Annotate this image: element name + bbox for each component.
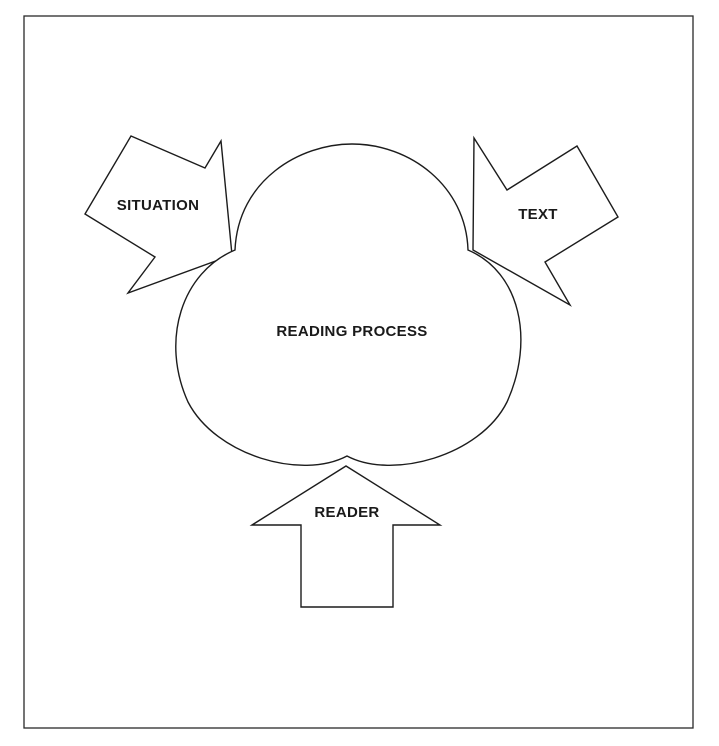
- text-arrow: [472, 135, 619, 307]
- reader-label: READER: [314, 504, 379, 521]
- diagram-frame: [23, 15, 694, 729]
- text-label: TEXT: [518, 206, 558, 223]
- reader-arrow: [249, 465, 443, 608]
- reading-process-label: READING PROCESS: [276, 323, 427, 340]
- situation-arrow: [84, 135, 233, 295]
- situation-label: SITUATION: [117, 197, 199, 214]
- reading-process-cloud: [175, 143, 522, 467]
